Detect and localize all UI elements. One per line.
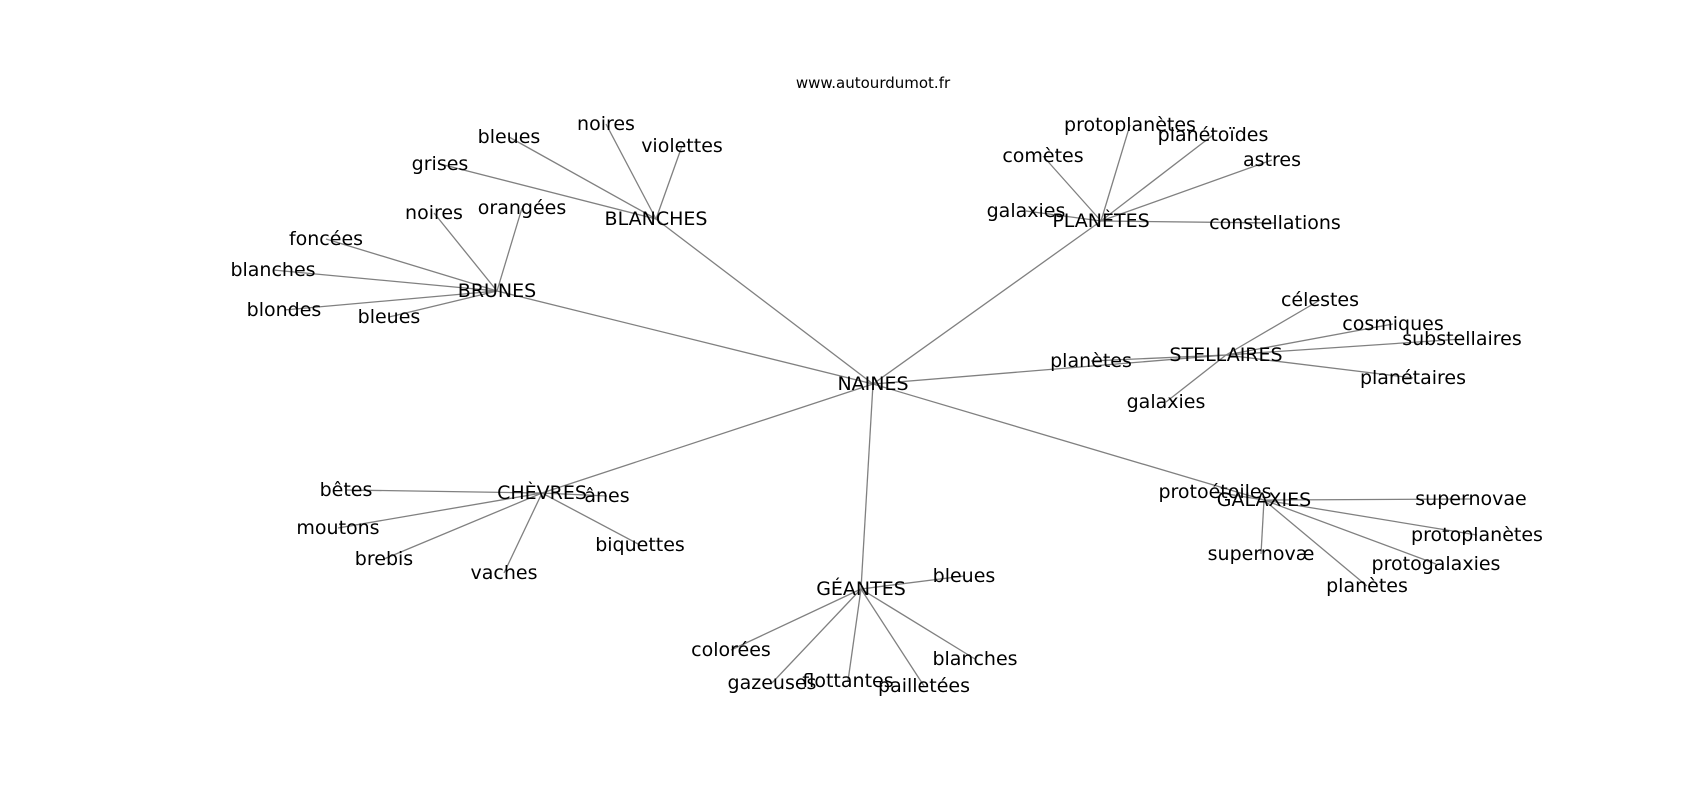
edge-hub-to-word [1100, 220, 1276, 224]
edge-hub-to-word [388, 290, 498, 318]
edge-hub-to-word [283, 290, 498, 311]
leaf-node-label: protoplanètes [1411, 524, 1543, 546]
leaf-node-label: noires [405, 202, 463, 224]
edge-hub-to-word [1042, 155, 1102, 222]
hub-node-label: BLANCHES [605, 208, 708, 230]
leaf-node-label: blanches [230, 259, 315, 281]
leaf-node-label: colorées [691, 639, 771, 661]
leaf-node-label: blanches [932, 648, 1017, 670]
edge-hub-to-word [325, 238, 498, 292]
leaf-node-label: protoplanètes [1064, 114, 1196, 136]
leaf-node-label: planétaires [1360, 367, 1466, 389]
leaf-node-label: galaxies [987, 200, 1066, 222]
edge-hub-to-word [1225, 338, 1463, 356]
leaf-node-label: bleues [933, 565, 996, 587]
leaf-node-label: flottantes [802, 670, 893, 692]
edge-hub-to-word [1225, 323, 1394, 356]
edge-hub-to-word [496, 207, 523, 292]
leaf-node-label: protogalaxies [1372, 553, 1501, 575]
edge-root-to-hub [496, 290, 874, 385]
edge-hub-to-word [860, 575, 965, 590]
edge-hub-to-word [1263, 499, 1368, 587]
leaf-node-label: célestes [1281, 289, 1359, 311]
edge-hub-to-word [1260, 499, 1265, 555]
leaf-node-label: bleues [478, 126, 541, 148]
leaf-node-label: supernovae [1415, 488, 1526, 510]
edge-hub-to-word [1263, 499, 1478, 536]
leaf-node-label: pailletées [878, 675, 970, 697]
edge-hub-to-word [541, 492, 641, 546]
edge-hub-to-word [860, 588, 976, 660]
leaf-node-label: protoétoiles [1158, 481, 1271, 503]
leaf-node-label: astres [1243, 149, 1301, 171]
leaf-node-label: vaches [471, 562, 538, 584]
hub-node-label: GÉANTES [816, 577, 906, 600]
edge-hub-to-word [1100, 134, 1214, 222]
leaf-node-label: bleues [358, 306, 421, 328]
hub-node-label: BRUNES [458, 280, 536, 302]
edge-hub-to-word [1225, 299, 1321, 356]
leaf-node-label: noires [577, 113, 635, 135]
site-watermark: www.autourdumot.fr [796, 74, 951, 92]
edge-hub-to-word [847, 588, 862, 682]
hub-node-label: GALAXIES [1217, 489, 1311, 511]
edges-layer [272, 123, 1478, 687]
edge-hub-to-word [1214, 491, 1265, 501]
edge-hub-to-word [1263, 499, 1437, 565]
leaf-node-label: substellaires [1402, 328, 1522, 350]
edge-hub-to-word [272, 269, 498, 292]
edge-root-to-hub [655, 218, 874, 385]
hub-node-label: STELLAIRES [1169, 344, 1282, 366]
leaf-node-label: cosmiques [1342, 313, 1443, 335]
leaf-node-label: planétoïdes [1158, 124, 1269, 146]
edge-hub-to-word [655, 145, 683, 220]
edge-hub-to-word [541, 492, 608, 497]
edge-root-to-hub [860, 383, 874, 590]
hub-node-label: PLANÈTES [1052, 209, 1149, 232]
root-node-label: NAINES [837, 373, 908, 395]
edge-hub-to-word [1165, 354, 1227, 403]
leaf-node-label: planètes [1326, 575, 1408, 597]
edge-root-to-hub [872, 383, 1265, 501]
leaf-node-label: brebis [355, 548, 413, 570]
edge-root-to-hub [541, 383, 874, 494]
edge-root-to-hub [872, 220, 1102, 385]
edge-hub-to-word [1100, 159, 1273, 222]
leaf-node-label: galaxies [1127, 391, 1206, 413]
leaf-node-label: orangées [478, 197, 566, 219]
edge-hub-to-word [433, 212, 498, 292]
hub-node-label: CHÈVRES [497, 481, 587, 504]
leaf-node-label: gazeuses [728, 672, 817, 694]
leaf-node-label: foncées [289, 228, 363, 250]
labels-layer: www.autourdumot.fr NAINESBLANCHESnoiresv… [230, 74, 1543, 697]
edge-hub-to-word [1225, 354, 1414, 379]
edge-root-to-hub [872, 354, 1227, 385]
edge-hub-to-word [771, 588, 862, 684]
leaf-node-label: supernovæ [1208, 543, 1315, 565]
edge-hub-to-word [1090, 354, 1227, 362]
edge-hub-to-word [860, 588, 925, 687]
leaf-node-label: moutons [296, 517, 379, 539]
edge-hub-to-word [337, 492, 543, 529]
leaf-node-label: ânes [584, 485, 629, 507]
edge-hub-to-word [439, 163, 657, 220]
edge-hub-to-word [383, 492, 543, 560]
leaf-node-label: comètes [1002, 145, 1083, 167]
leaf-node-label: violettes [641, 135, 723, 157]
edge-hub-to-word [605, 123, 657, 220]
leaf-node-label: grises [412, 153, 469, 175]
edge-hub-to-word [730, 588, 862, 651]
leaf-node-label: bêtes [320, 479, 373, 501]
edge-hub-to-word [1100, 124, 1131, 222]
leaf-node-label: planètes [1050, 350, 1132, 372]
edge-hub-to-word [345, 489, 543, 494]
edge-hub-to-word [508, 136, 657, 220]
leaf-node-label: blondes [247, 299, 322, 321]
edge-hub-to-word [503, 492, 543, 574]
leaf-node-label: biquettes [595, 534, 685, 556]
leaf-node-label: constellations [1209, 212, 1341, 234]
edge-hub-to-word [1025, 210, 1102, 222]
edge-hub-to-word [1263, 498, 1472, 501]
